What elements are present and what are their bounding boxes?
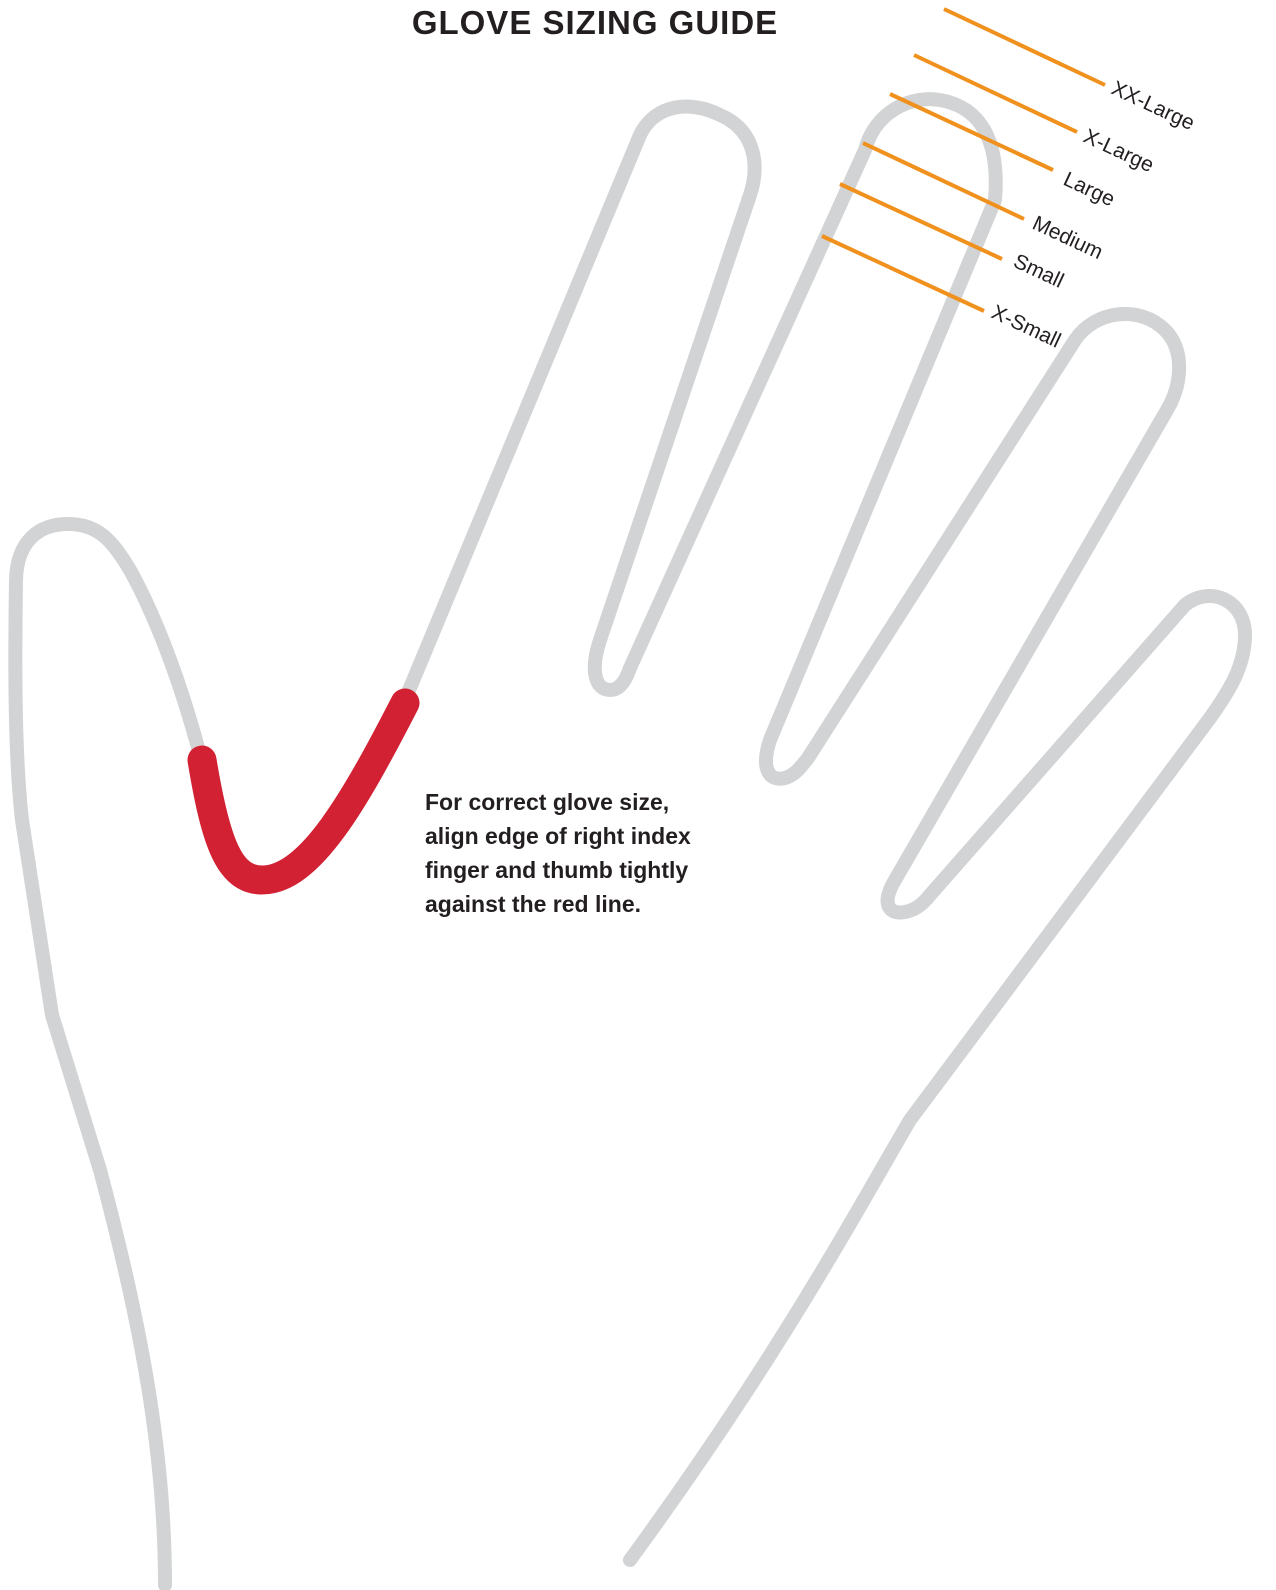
instruction-line: For correct glove size, xyxy=(425,785,785,819)
instruction-line: align edge of right index xyxy=(425,819,785,853)
size-label-xx-large: XX-Large xyxy=(1108,77,1198,135)
size-scale: XX-Large X-Large Large Medium Small X-Sm… xyxy=(822,9,1198,353)
size-label-x-large: X-Large xyxy=(1080,125,1157,177)
size-label-medium: Medium xyxy=(1029,212,1106,264)
size-label-large: Large xyxy=(1060,168,1118,212)
size-label-small: Small xyxy=(1010,250,1067,293)
instruction-line: against the red line. xyxy=(425,887,785,921)
red-alignment-line xyxy=(202,703,405,880)
instruction-text: For correct glove size, align edge of ri… xyxy=(425,785,785,921)
instruction-line: finger and thumb tightly xyxy=(425,853,785,887)
size-tick-xx-large xyxy=(944,9,1105,85)
size-label-x-small: X-Small xyxy=(988,301,1064,353)
